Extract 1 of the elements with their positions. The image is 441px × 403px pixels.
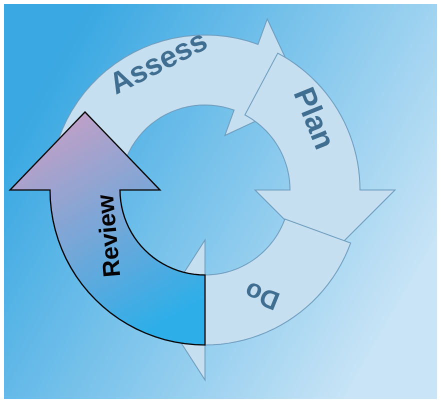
cycle-segment: Review [8,111,206,346]
